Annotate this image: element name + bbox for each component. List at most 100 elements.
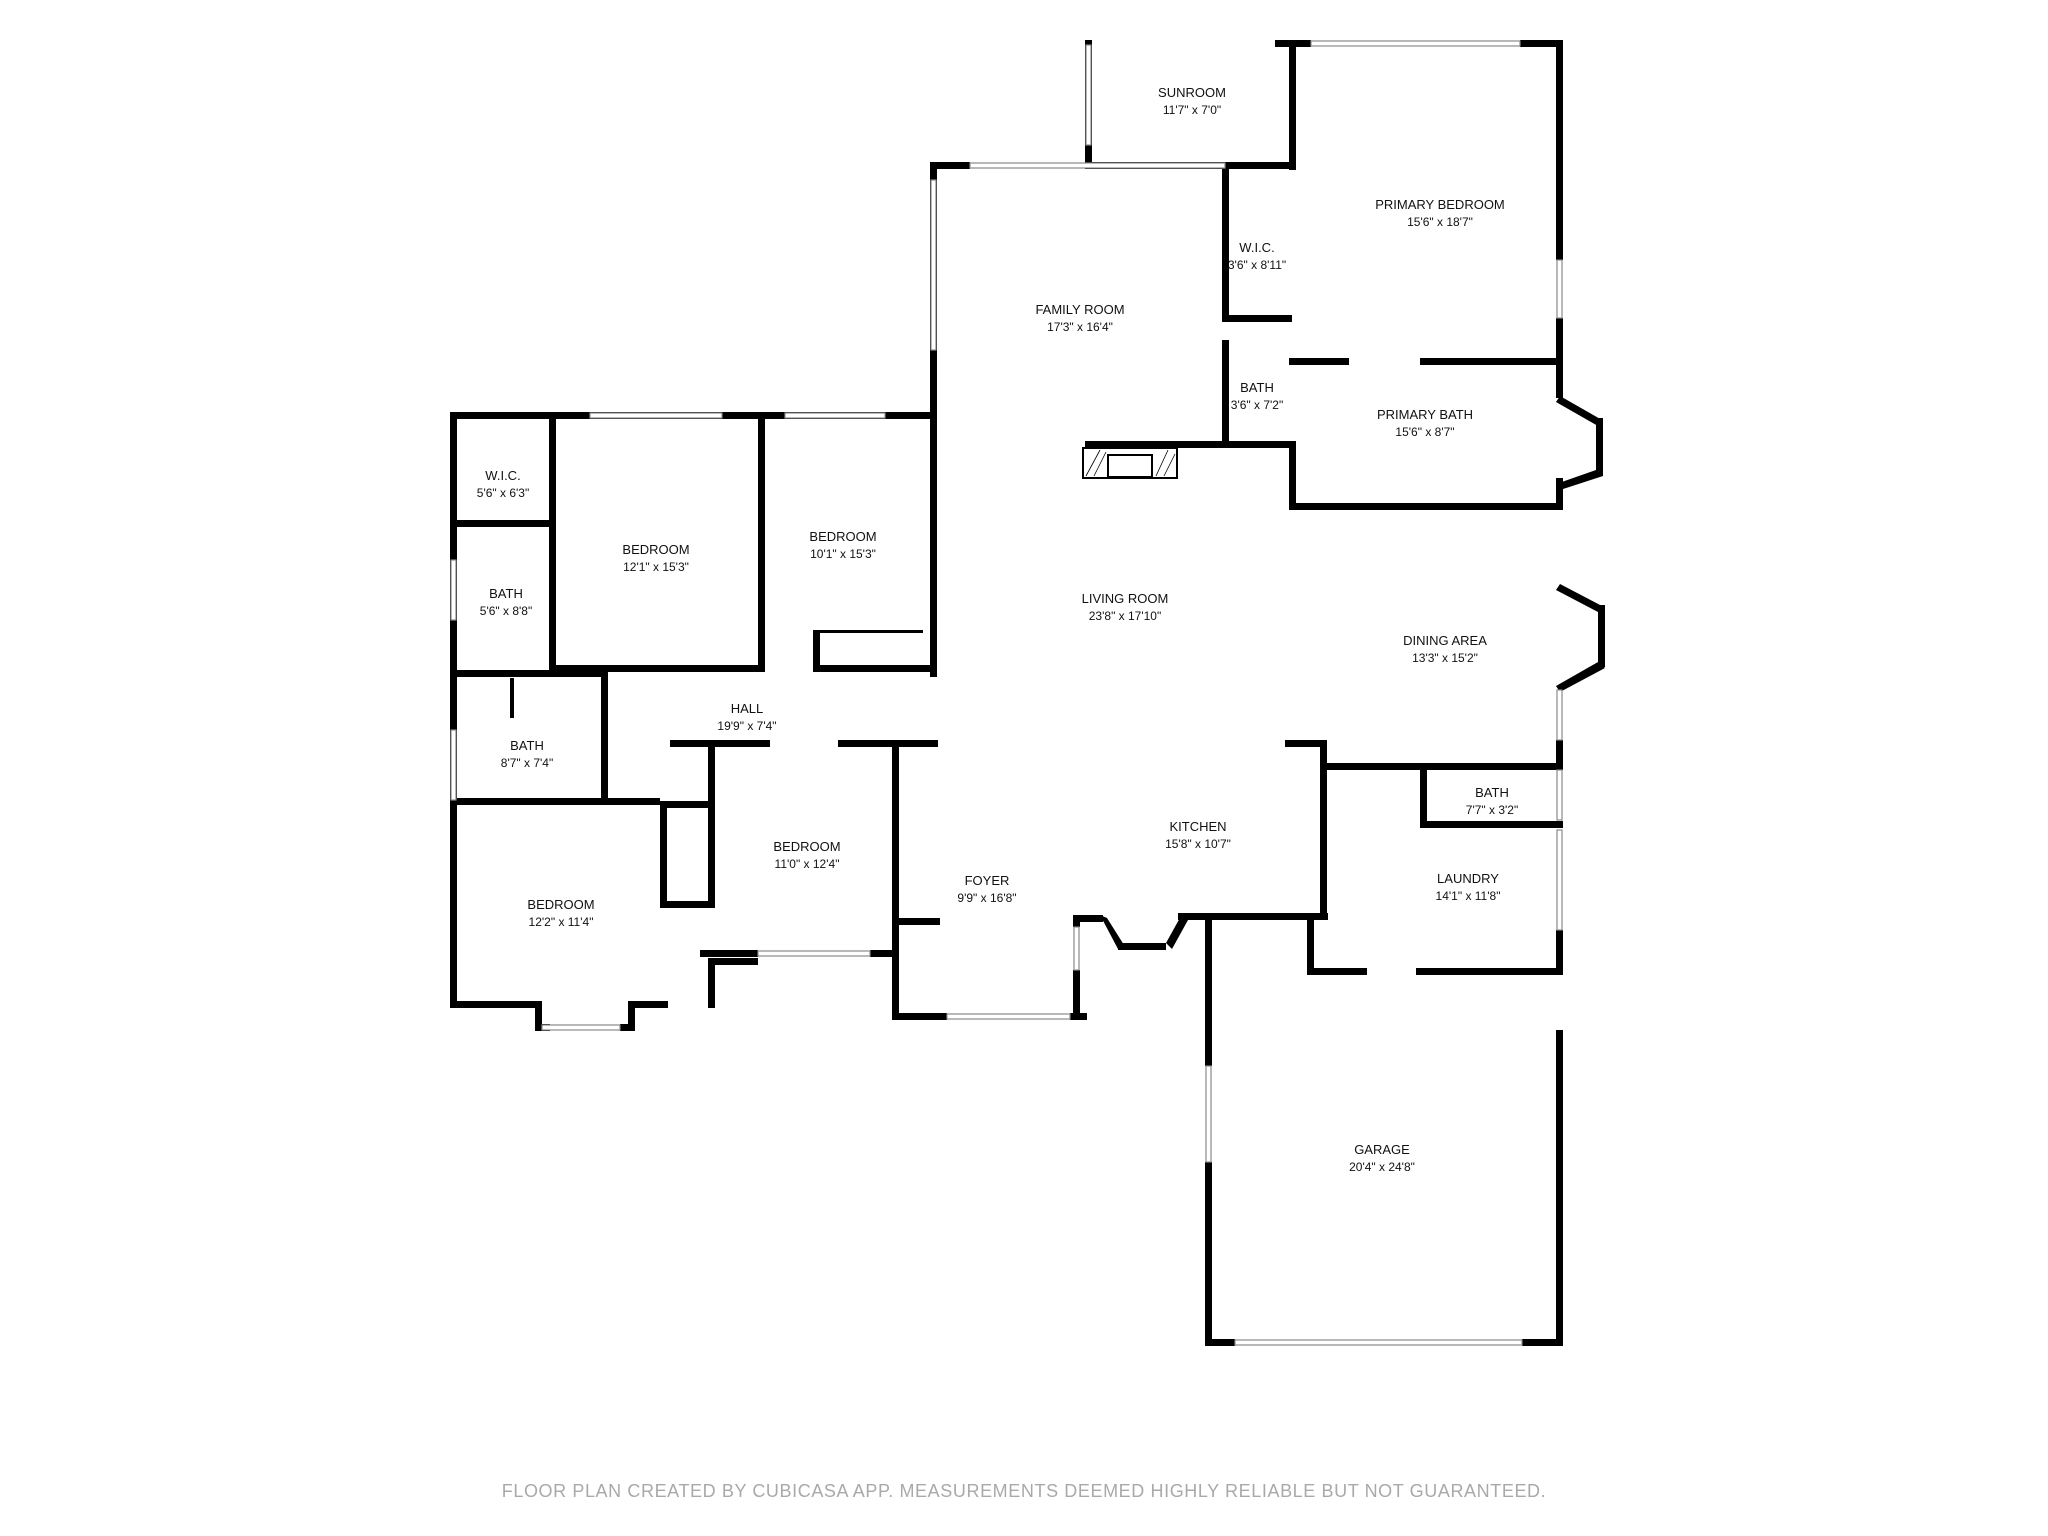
wall: [1222, 340, 1229, 448]
wall: [1320, 740, 1327, 920]
room-dimensions: 23'8" x 17'10": [1089, 609, 1162, 623]
room-garage: GARAGE 20'4" x 24'8": [1349, 1142, 1415, 1174]
room-primary-bath: PRIMARY BATH 15'6" x 8'7": [1377, 407, 1473, 439]
room-dimensions: 5'6" x 8'8": [480, 604, 532, 618]
wall: [1596, 418, 1603, 476]
wall: [1420, 821, 1563, 828]
wall: [1307, 968, 1367, 975]
room-name: PRIMARY BEDROOM: [1375, 197, 1505, 212]
wall: [549, 412, 556, 672]
wall: [601, 670, 608, 800]
wall: [813, 630, 923, 633]
room-primary-bedroom: PRIMARY BEDROOM 15'6" x 18'7": [1375, 197, 1505, 229]
fireplace-hatch: [1163, 453, 1176, 477]
room-name: BEDROOM: [809, 529, 876, 544]
wall: [1556, 396, 1602, 426]
wall: [838, 740, 938, 747]
wall: [813, 630, 820, 672]
room-foyer: FOYER 9'9" x 16'8": [957, 873, 1016, 905]
wall: [660, 806, 667, 908]
wall: [1205, 1162, 1212, 1346]
wall: [1520, 40, 1563, 47]
wall: [1289, 40, 1311, 47]
window: [784, 412, 886, 419]
fireplace-hatch: [1085, 449, 1101, 477]
wall: [450, 798, 660, 805]
window: [450, 729, 457, 801]
wall: [450, 670, 605, 677]
wall: [1222, 315, 1292, 322]
room-hall: HALL 19'9" x 7'4": [717, 701, 776, 733]
room-bath-hall: BATH 8'7" x 7'4": [501, 738, 553, 770]
room-wic-west: W.I.C. 5'6" x 6'3": [477, 468, 529, 500]
wall: [1222, 162, 1229, 322]
wall: [620, 1024, 635, 1031]
wall: [1225, 162, 1295, 169]
wall: [930, 412, 937, 677]
room-dimensions: 12'2" x 11'4": [529, 915, 594, 929]
fireplace-box: [1107, 454, 1153, 478]
wall: [1166, 916, 1188, 949]
room-name: LAUNDRY: [1437, 871, 1499, 886]
wall: [1556, 662, 1605, 692]
room-family-room: FAMILY ROOM 17'3" x 16'4": [1035, 302, 1124, 334]
room-bedroom-south: BEDROOM 11'0" x 12'4": [773, 839, 840, 871]
window: [541, 1024, 621, 1031]
room-dimensions: 15'6" x 8'7": [1395, 425, 1454, 439]
room-dimensions: 15'8" x 10'7": [1165, 837, 1231, 851]
window: [969, 162, 1226, 169]
wall: [1178, 913, 1328, 920]
wall: [813, 665, 937, 672]
room-dimensions: 11'7" x 7'0": [1163, 103, 1221, 117]
room-name: SUNROOM: [1158, 85, 1226, 100]
room-name: GARAGE: [1354, 1142, 1410, 1157]
wall: [1205, 918, 1212, 1066]
wall: [628, 1001, 635, 1031]
room-living-room: LIVING ROOM 23'8" x 17'10": [1082, 591, 1169, 623]
room-name: FAMILY ROOM: [1035, 302, 1124, 317]
wall: [1289, 441, 1296, 509]
wall: [1085, 441, 1177, 448]
wall: [1556, 470, 1603, 490]
wall: [1556, 478, 1563, 510]
room-name: W.I.C.: [1239, 240, 1274, 255]
room-dimensions: 3'6" x 7'2": [1231, 398, 1283, 412]
wall: [1073, 915, 1103, 922]
room-bath-primary-small: BATH 3'6" x 7'2": [1231, 380, 1283, 412]
room-name: HALL: [731, 701, 764, 716]
window: [1205, 1065, 1212, 1163]
wall: [510, 678, 514, 718]
wall: [1289, 40, 1296, 170]
wall: [1100, 915, 1124, 949]
window: [1556, 259, 1563, 319]
wall: [1420, 358, 1563, 365]
wall: [1556, 40, 1563, 260]
room-name: BATH: [489, 586, 523, 601]
room-bedroom-west: BEDROOM 12'1" x 15'3": [622, 542, 689, 574]
wall: [930, 162, 970, 169]
wall: [1289, 503, 1563, 510]
wall: [1275, 40, 1295, 47]
room-dimensions: 14'1" x 11'8": [1436, 889, 1501, 903]
room-dimensions: 17'3" x 16'4": [1047, 320, 1113, 334]
wall: [708, 958, 758, 965]
window: [589, 412, 723, 419]
room-labels: SUNROOM 11'7" x 7'0" PRIMARY BEDROOM 15'…: [477, 85, 1518, 1174]
room-dimensions: 7'7" x 3'2": [1466, 803, 1518, 817]
window: [1073, 926, 1080, 971]
windows: [450, 40, 1563, 1346]
wall: [1556, 1030, 1563, 1346]
wall: [450, 412, 457, 1008]
room-dimensions: 11'0" x 12'4": [775, 857, 840, 871]
window: [1310, 40, 1521, 47]
wall: [1285, 740, 1327, 747]
room-name: BATH: [1240, 380, 1274, 395]
wall: [1420, 763, 1427, 828]
wall: [870, 950, 898, 957]
wall: [1556, 930, 1563, 975]
wall: [660, 801, 715, 808]
room-bedroom-north: BEDROOM 10'1" x 15'3": [809, 529, 876, 561]
window: [1556, 769, 1563, 821]
window: [1234, 1339, 1523, 1346]
wall: [1307, 913, 1314, 975]
